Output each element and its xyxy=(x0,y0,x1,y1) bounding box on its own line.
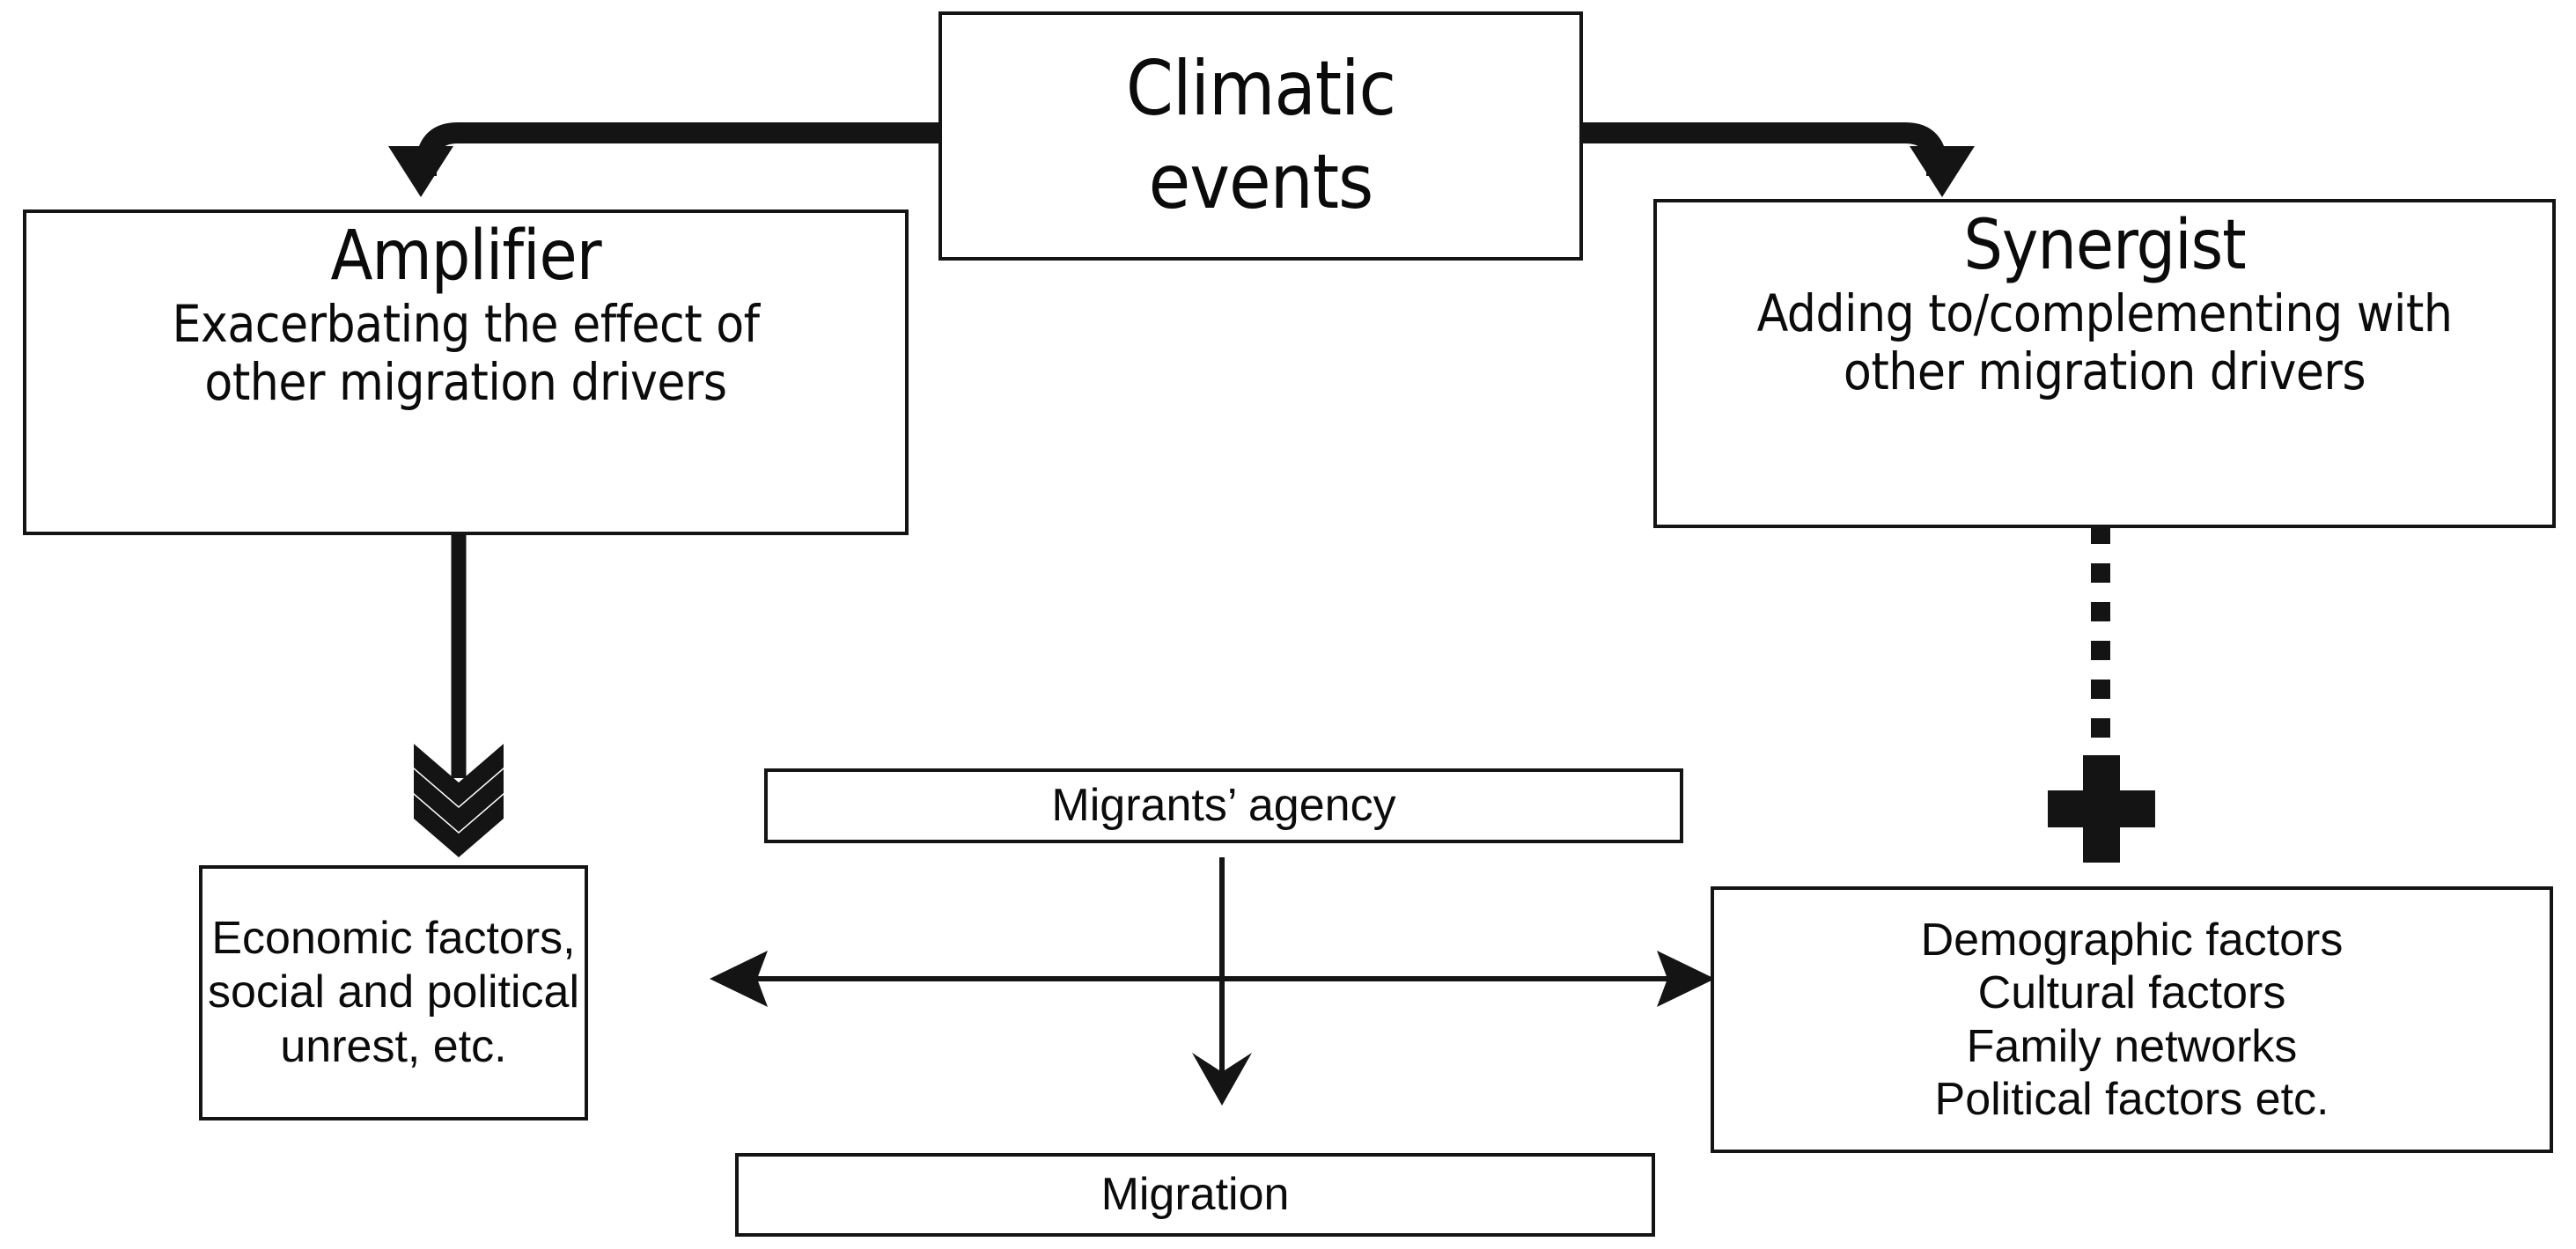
synergist-description-line-1: Adding to/complementing with xyxy=(1756,283,2453,343)
climatic-events-line-1: Climatic xyxy=(1125,45,1396,134)
amplifier-description-line-2: other migration drivers xyxy=(204,352,727,413)
destination-factors-line-2: Cultural factors xyxy=(1977,967,2286,1019)
connector-economic-destination-link xyxy=(710,951,1715,1007)
migration-label: Migration xyxy=(1100,1168,1290,1220)
amplifier-description: Exacerbating the effect of other migrati… xyxy=(172,293,761,413)
connector-synergist-to-destination xyxy=(2048,525,2155,863)
climatic-events-box[interactable]: Climatic events xyxy=(938,11,1583,261)
connector-amplifier-to-economic xyxy=(414,532,504,857)
destination-factors-box[interactable]: Demographic factors Cultural factors Fam… xyxy=(1711,886,2553,1153)
migrants-agency-box[interactable]: Migrants’ agency xyxy=(764,768,1683,843)
amplifier-description-line-1: Exacerbating the effect of xyxy=(172,293,761,354)
plus-sign-icon xyxy=(2048,755,2155,863)
synergist-description: Adding to/complementing with other migra… xyxy=(1756,283,2453,402)
climatic-events-line-2: events xyxy=(1148,137,1374,226)
economic-factors-line-3: unrest, etc. xyxy=(280,1020,507,1072)
destination-factors-line-4: Political factors etc. xyxy=(1934,1073,2329,1125)
destination-factors-line-1: Demographic factors xyxy=(1920,914,2344,966)
economic-factors-line-2: social and political xyxy=(207,966,580,1018)
connector-climatic-to-amplifier xyxy=(388,122,938,197)
connector-climatic-to-synergist xyxy=(1583,122,1975,197)
synergist-title: Synergist xyxy=(1963,206,2246,285)
migrants-agency-label: Migrants’ agency xyxy=(1051,779,1396,831)
synergist-box[interactable]: Synergist Adding to/complementing with o… xyxy=(1653,199,2556,528)
economic-factors-line-1: Economic factors, xyxy=(211,912,576,964)
migration-box[interactable]: Migration xyxy=(735,1153,1655,1237)
economic-factors-box[interactable]: Economic factors, social and political u… xyxy=(199,865,588,1120)
amplifier-box[interactable]: Amplifier Exacerbating the effect of oth… xyxy=(23,209,909,535)
synergist-description-line-2: other migration drivers xyxy=(1843,342,2366,402)
connector-agency-to-migration xyxy=(1192,857,1252,1106)
amplifier-title: Amplifier xyxy=(330,217,601,296)
destination-factors-line-3: Family networks xyxy=(1966,1020,2298,1072)
